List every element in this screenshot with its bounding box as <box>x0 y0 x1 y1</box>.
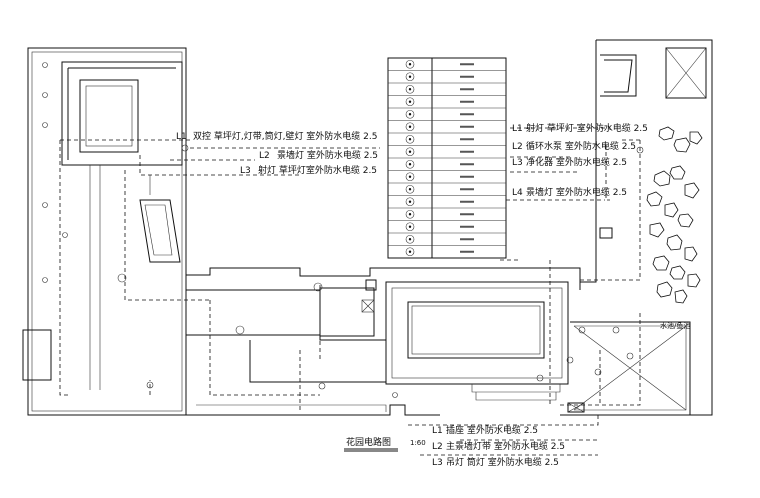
legend-symbol-icon <box>405 84 415 94</box>
junction-box-icon <box>365 279 377 291</box>
fixture-icon <box>181 144 189 152</box>
fixture-icon <box>612 326 620 334</box>
circuit-text: 吊灯 筒灯 室外防水电缆 2.5 <box>446 456 559 468</box>
drawing-scale: 1:60 <box>410 439 426 447</box>
fixture-icon <box>636 146 644 154</box>
fixture-icon <box>42 202 48 208</box>
circuit-label: L3 <box>512 158 523 168</box>
fixture-icon <box>313 282 323 292</box>
fixture-icon <box>318 382 326 390</box>
legend-symbol-icon <box>405 159 415 169</box>
drawing-title-text: 花园电路图 <box>346 436 391 448</box>
pond-label: 水池/鱼池 <box>660 321 690 330</box>
circuit-text: 射灯 草坪灯 室外防水电缆 2.5 <box>526 122 648 134</box>
circuit-label: L1 <box>512 124 523 134</box>
fixture-icon <box>42 62 48 68</box>
building-walls <box>22 39 713 416</box>
legend-symbol-icon <box>405 134 415 144</box>
junction-box-icon <box>567 402 585 413</box>
circuit-text: 插座 室外防水电缆 2.5 <box>446 424 538 436</box>
legend-symbol-icon <box>405 172 415 182</box>
symbol-legend <box>387 57 507 259</box>
legend-symbol-icon <box>405 72 415 82</box>
circuit-label: L1 <box>176 132 187 142</box>
fixture-icon <box>42 122 48 128</box>
stepping-stones <box>646 126 703 304</box>
legend-symbol-icon <box>405 59 415 69</box>
legend-symbol-icon <box>405 197 415 207</box>
legend-symbol-icon <box>405 147 415 157</box>
circuit-label: L3 <box>432 458 443 468</box>
legend-symbol-icon <box>405 109 415 119</box>
fixture-icon <box>594 368 602 376</box>
drawing-title: 花园电路图 1:60 <box>344 436 426 452</box>
fixture-icon <box>42 92 48 98</box>
circuit-label: L1 <box>432 426 443 436</box>
fixture-icon <box>566 356 574 364</box>
circuit-label: L4 <box>512 188 523 198</box>
legend-symbol-icon <box>405 97 415 107</box>
circuit-text: 循环水泵 室外防水电缆 2.5 <box>526 140 636 152</box>
fixture-icon <box>578 326 586 334</box>
fixture-icon <box>392 392 398 398</box>
circuit-labels-right: L1 射灯 草坪灯 室外防水电缆 2.5 L2 循环水泵 室外防水电缆 2.5 … <box>512 122 648 198</box>
circuit-text: 景墙灯 室外防水电缆 2.5 <box>526 186 627 198</box>
legend-symbol-icon <box>405 122 415 132</box>
circuit-text: 双控 草坪灯,灯带,筒灯,壁灯 室外防水电缆 2.5 <box>193 130 377 142</box>
legend-symbol-icon <box>405 247 415 257</box>
fixture-icon <box>536 374 544 382</box>
circuit-label: L2 <box>259 151 270 161</box>
light-fixtures <box>42 62 644 413</box>
legend-symbol-icon <box>405 234 415 244</box>
legend-symbol-icon <box>405 184 415 194</box>
fixture-icon <box>146 381 154 389</box>
fixture-icon <box>235 325 245 335</box>
fixture-icon <box>42 277 48 283</box>
circuit-text: 景墙灯 室外防水电缆 2.5 <box>277 149 378 161</box>
legend-symbol-icon <box>405 222 415 232</box>
circuit-wiring <box>59 127 641 456</box>
fixture-icon <box>62 232 68 238</box>
fixture-icon <box>626 352 634 360</box>
fixture-icon <box>117 273 127 283</box>
circuit-label: L2 <box>432 442 443 452</box>
circuit-text: 主景墙灯带 室外防水电缆 2.5 <box>446 440 565 452</box>
circuit-text: 射灯 草坪灯室外防水电缆 2.5 <box>258 164 377 176</box>
circuit-label: L2 <box>512 142 523 152</box>
legend-symbol-icon <box>405 209 415 219</box>
circuit-labels-bottom: L1 插座 室外防水电缆 2.5 L2 主景墙灯带 室外防水电缆 2.5 L3 … <box>432 424 565 468</box>
circuit-text: 净化器 室外防水电缆 2.5 <box>526 156 627 168</box>
circuit-labels-top-left: L1 双控 草坪灯,灯带,筒灯,壁灯 室外防水电缆 2.5 L2 景墙灯 室外防… <box>176 130 378 176</box>
circuit-label: L3 <box>240 166 251 176</box>
